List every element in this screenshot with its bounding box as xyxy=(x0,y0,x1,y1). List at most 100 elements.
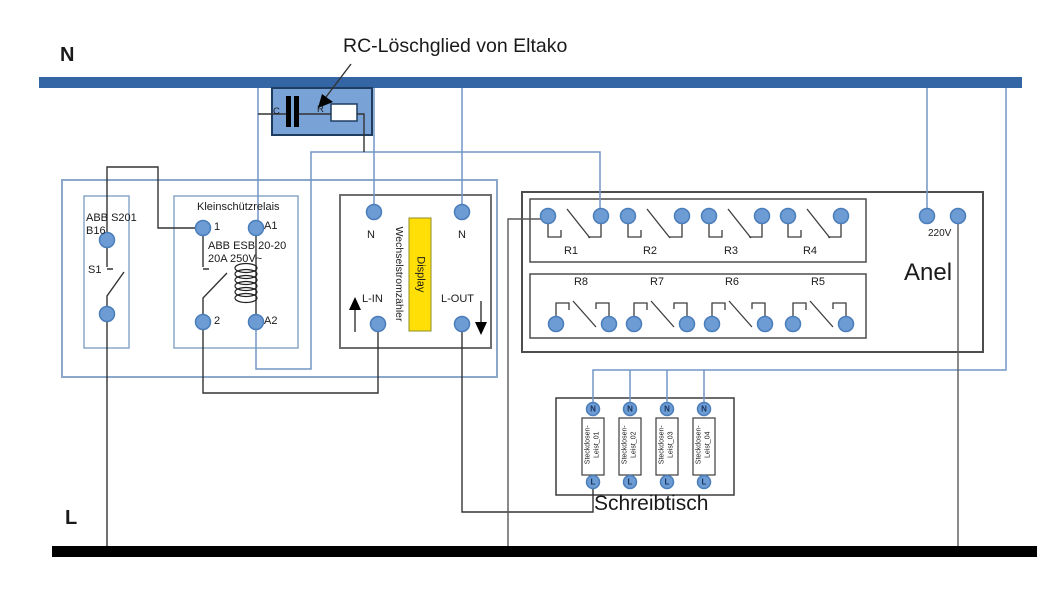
strip-2-l-terminal xyxy=(622,474,638,490)
meter-n-left-label: N xyxy=(367,229,375,241)
s1-label: S1 xyxy=(88,264,102,276)
strip-1-l-terminal xyxy=(585,474,601,490)
contactor-terminal-a2 xyxy=(247,313,265,331)
n-rail xyxy=(39,77,1022,88)
meter-n-right-terminal xyxy=(453,203,471,221)
r5-left-terminal xyxy=(784,315,802,333)
meter-name: Wechselstromzähler xyxy=(393,226,406,322)
relay-r1-contact xyxy=(547,208,602,239)
strip-1-n-terminal xyxy=(585,401,601,417)
terminals xyxy=(98,203,967,490)
line-wires xyxy=(106,63,594,546)
breaker-top-terminal xyxy=(98,231,116,249)
strip-2-n-terminal xyxy=(622,401,638,417)
r7-right-terminal xyxy=(678,315,696,333)
resistor-body xyxy=(330,103,358,122)
relay-r7-label: R7 xyxy=(649,276,665,288)
r2-left-terminal xyxy=(619,207,637,225)
lin-label: L-IN xyxy=(362,293,383,305)
r6-right-terminal xyxy=(756,315,774,333)
l-return-wires xyxy=(507,216,959,546)
wire-n-manifold-desk xyxy=(592,88,1007,403)
strip-3-n-terminal xyxy=(659,401,675,417)
lin-arrow-head-icon xyxy=(349,297,361,310)
strip-4-label: Steckdosen- Leist_04 xyxy=(695,425,711,465)
strip-3-l-letter: L xyxy=(664,477,670,487)
wire-resistor-out xyxy=(357,113,365,152)
relay-r4-contact xyxy=(787,208,842,239)
strip-4-n-letter: N xyxy=(701,404,707,414)
r8-right-terminal xyxy=(600,315,618,333)
contactor-coil-symbol xyxy=(234,262,258,304)
anel-relay-contacts xyxy=(547,208,847,328)
relay-r6-label: R6 xyxy=(724,276,740,288)
anel-220v-left-terminal xyxy=(918,207,936,225)
strip-1-n-letter: N xyxy=(590,404,596,414)
lout-arrow-head-icon xyxy=(475,322,487,335)
r5-right-terminal xyxy=(837,315,855,333)
wire-lout-to-strip1 xyxy=(461,324,594,513)
relay-r5-label: R5 xyxy=(810,276,826,288)
meter-lin-terminal xyxy=(369,315,387,333)
relay-r6-contact xyxy=(711,300,766,328)
meter-display-label: Display xyxy=(414,256,427,293)
anel-top-relay-box xyxy=(529,198,867,263)
n-rail-label: N xyxy=(60,44,75,66)
relay-r3-contact xyxy=(708,208,763,239)
page-title: RC-Löschglied von Eltako xyxy=(343,35,568,57)
relay-r8-contact xyxy=(555,300,610,328)
capacitor-label: C xyxy=(273,106,280,117)
title-arrow-head-icon xyxy=(318,94,333,108)
strip-3-label: Steckdosen- Leist_03 xyxy=(658,425,674,465)
anel-voltage-label: 220V xyxy=(928,228,952,239)
contactor-terminal-2 xyxy=(194,313,212,331)
relay-r4-label: R4 xyxy=(802,245,818,257)
strip-1-label: Steckdosen- Leist_01 xyxy=(584,425,600,465)
wire-breaker-to-t1 xyxy=(106,166,203,240)
meter-lout-terminal xyxy=(453,315,471,333)
contactor-title: Kleinschützrelais xyxy=(197,201,280,213)
contactor-contact-symbol xyxy=(202,236,228,314)
lout-label: L-OUT xyxy=(441,293,474,305)
l-rail-label: L xyxy=(65,507,78,529)
r6-left-terminal xyxy=(703,315,721,333)
wire-t2-to-lin xyxy=(202,322,379,394)
anel-220v-right-terminal xyxy=(949,207,967,225)
meter-n-left-terminal xyxy=(365,203,383,221)
strip-3-l-terminal xyxy=(659,474,675,490)
r1-right-terminal xyxy=(592,207,610,225)
desk-label: Schreibtisch xyxy=(594,492,709,515)
anel-box xyxy=(521,191,984,353)
title-arrow-shaft xyxy=(325,63,352,98)
anel-name: Anel xyxy=(904,259,953,286)
r4-left-terminal xyxy=(779,207,797,225)
resistor-label: R xyxy=(317,104,324,115)
l-rail xyxy=(52,546,1037,557)
meter-box xyxy=(339,194,492,349)
anel-bottom-relay-box xyxy=(529,273,867,339)
relay-r8-label: R8 xyxy=(573,276,589,288)
r8-left-terminal xyxy=(547,315,565,333)
relay-r2-contact xyxy=(627,208,683,239)
r4-right-terminal xyxy=(832,207,850,225)
contactor-terminal-a1 xyxy=(247,219,265,237)
relay-r1-label: R1 xyxy=(563,245,579,257)
contactor-box xyxy=(173,195,299,349)
capacitor-plate-right xyxy=(294,96,299,127)
terminal-a1-label: A1 xyxy=(264,220,278,232)
terminal-1-label: 1 xyxy=(214,221,221,233)
breaker-bottom-terminal xyxy=(98,305,116,323)
r3-left-terminal xyxy=(700,207,718,225)
relay-r5-contact xyxy=(792,300,847,328)
terminal-a2-label: A2 xyxy=(264,315,278,327)
relay-r2-label: R2 xyxy=(642,245,658,257)
strip-4-n-terminal xyxy=(696,401,712,417)
relay-r7-contact xyxy=(633,300,688,328)
strip-2-label: Steckdosen- Leist_02 xyxy=(621,425,637,465)
meter-display xyxy=(408,217,432,332)
r1-left-terminal xyxy=(539,207,557,225)
wire-a2-to-r1 xyxy=(255,151,601,370)
breaker-label: ABB S201 B16 xyxy=(86,212,137,237)
strip-1-l-letter: L xyxy=(590,477,596,487)
